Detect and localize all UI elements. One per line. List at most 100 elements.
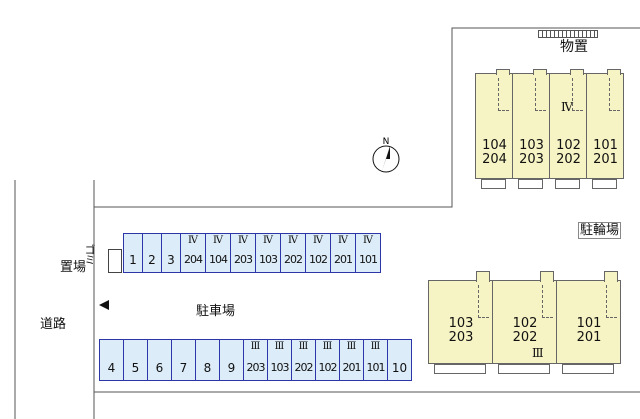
parking-space: 5: [123, 339, 148, 381]
unit-stair: [572, 78, 583, 111]
unit-upper-room: 104: [482, 138, 507, 153]
unit-stair: [498, 78, 509, 111]
unit-stair: [606, 285, 617, 318]
parking-space-building: Ⅲ: [298, 341, 309, 352]
unit-step: [592, 179, 617, 189]
parking-space: 9: [219, 339, 244, 381]
parking-label: 駐車場: [196, 304, 236, 319]
parking-space: Ⅲ 203: [243, 339, 268, 381]
unit-upper-room: 103: [448, 316, 474, 331]
parking-space-room: 201: [342, 361, 362, 374]
unit-upper-room: 103: [519, 138, 544, 153]
unit-step: [562, 364, 614, 374]
unit-entrance: [496, 69, 510, 75]
garbage-label-line1: ゴミ: [83, 244, 96, 264]
parking-space: Ⅲ 202: [291, 339, 316, 381]
parking-space: 3: [161, 233, 181, 273]
parking-space: 6: [147, 339, 172, 381]
parking-space-room: 101: [359, 253, 378, 266]
unit-lower-room: 201: [593, 152, 618, 167]
parking-space-room: 202: [284, 253, 303, 266]
parking-space-room: 202: [294, 361, 314, 374]
unit-upper-room: 102: [556, 138, 581, 153]
unit-stair: [478, 285, 489, 318]
parking-space-building: Ⅲ: [370, 341, 381, 352]
parking-space-room: 104: [209, 253, 228, 266]
unit-entrance: [607, 69, 621, 75]
parking-space-number: 3: [167, 253, 175, 267]
parking-space-room: 102: [318, 361, 338, 374]
parking-space: Ⅳ 101: [355, 233, 381, 273]
unit-upper-room: 101: [576, 316, 602, 331]
parking-space-room: 203: [234, 253, 253, 266]
parking-space-building: Ⅳ: [288, 235, 298, 246]
unit-entrance: [533, 69, 547, 75]
parking-space-building: Ⅳ: [363, 235, 373, 246]
parking-space-room: 101: [366, 361, 386, 374]
unit-entrance: [540, 271, 554, 282]
parking-space-room: 103: [259, 253, 278, 266]
unit-lower-room: 202: [512, 330, 538, 345]
road-label: 道路: [40, 317, 67, 332]
garbage-box: [108, 249, 122, 273]
parking-space-room: 203: [246, 361, 266, 374]
parking-space-number: 5: [131, 361, 140, 375]
unit-step: [555, 179, 580, 189]
parking-space: Ⅳ 202: [280, 233, 306, 273]
parking-space: 1: [123, 233, 143, 273]
parking-space-room: 201: [334, 253, 353, 266]
unit-entrance: [476, 271, 490, 282]
parking-space-building: Ⅳ: [338, 235, 348, 246]
unit-upper-room: 102: [512, 316, 538, 331]
parking-space: 8: [195, 339, 220, 381]
parking-space-building: Ⅲ: [322, 341, 333, 352]
parking-space-building: Ⅳ: [313, 235, 323, 246]
parking-space-number: 8: [203, 361, 212, 375]
parking-space-number: 7: [179, 361, 188, 375]
storage-shed: [538, 30, 598, 38]
parking-space-room: 103: [270, 361, 290, 374]
unit-lower-room: 204: [482, 152, 507, 167]
unit-lower-room: 203: [448, 330, 474, 345]
unit-entrance: [570, 69, 584, 75]
unit-step: [498, 364, 550, 374]
unit-step: [481, 179, 506, 189]
north-label: N: [383, 137, 390, 147]
parking-space: Ⅲ 102: [315, 339, 340, 381]
storage-label: 物置: [560, 39, 588, 55]
unit-upper-room: 101: [593, 138, 618, 153]
parking-space-number: 4: [107, 361, 116, 375]
parking-space: Ⅲ 101: [363, 339, 388, 381]
unit-stair: [542, 285, 553, 318]
garbage-area: ゴミ 置場: [60, 244, 122, 276]
parking-space-building: Ⅲ: [250, 341, 261, 352]
unit-step: [434, 364, 486, 374]
unit-stair: [535, 78, 546, 111]
parking-space-building: Ⅳ: [188, 235, 198, 246]
entrance-arrow-icon: [99, 300, 109, 310]
parking-space: 10: [387, 339, 412, 381]
parking-space: Ⅲ 201: [339, 339, 364, 381]
parking-space-building: Ⅲ: [346, 341, 357, 352]
building-iv-name: Ⅳ: [561, 100, 573, 114]
